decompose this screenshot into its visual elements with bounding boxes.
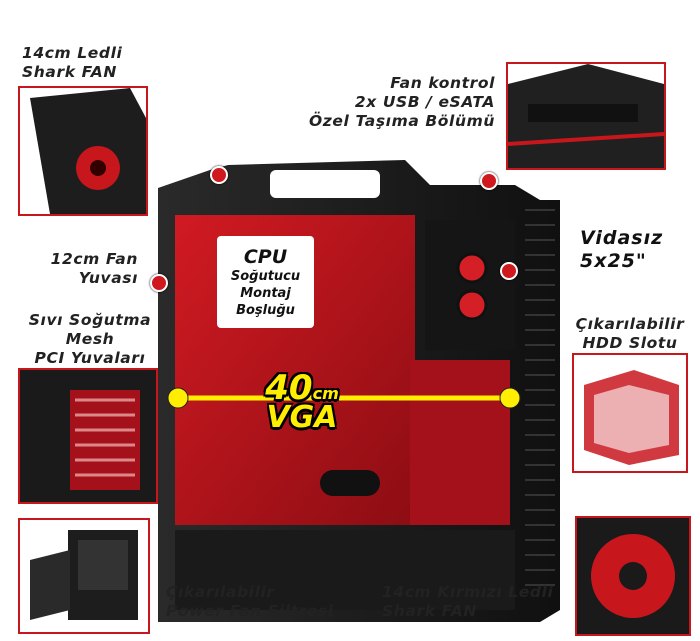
cpu-line-2: Montaj [240,286,291,301]
thumb-hdd-cage [572,353,688,473]
label-hdd-slot: Çıkarılabilir HDD Slotu [575,315,685,352]
label-screwless: Vidasız 5x25" [580,227,664,272]
cpu-line-1: Soğutucu [230,269,301,284]
callout-dot-io [480,172,498,190]
label-fan-slot: 12cm Fan Yuvası [50,250,138,287]
cpu-cooler-cutout-label: CPU Soğutucu Montaj Boşluğu [217,236,314,328]
label-red-fan: 14cm Kırmızı Ledli Shark FAN [382,583,554,620]
vga-length-label: 40cm VGA [232,371,372,435]
vga-text: VGA [266,400,338,435]
label-power-filter: Çıkarılabilir Power Fan Filtresi [166,583,334,620]
vga-unit: cm [312,384,339,403]
cpu-title: CPU [243,246,288,268]
label-water-cooling: Sıvı Soğutma Mesh PCI Yuvaları [28,311,152,367]
thumb-shark-fan-top [18,86,148,216]
cpu-line-3: Boşluğu [236,303,295,318]
callout-dot-bays [500,262,518,280]
thumb-pci-slots [18,368,158,504]
label-shark-fan-top: 14cm Ledli Shark FAN [22,44,123,81]
vga-number: 40 [265,368,313,408]
thumb-fan-control-io [506,62,666,170]
label-fan-control: Fan kontrol 2x USB / eSATA Özel Taşıma B… [309,74,495,130]
callout-dot-fan-slot [150,274,168,292]
callout-dot-top-fan [210,166,228,184]
thumb-power-filter [18,518,150,634]
thumb-red-shark-fan [575,516,691,636]
